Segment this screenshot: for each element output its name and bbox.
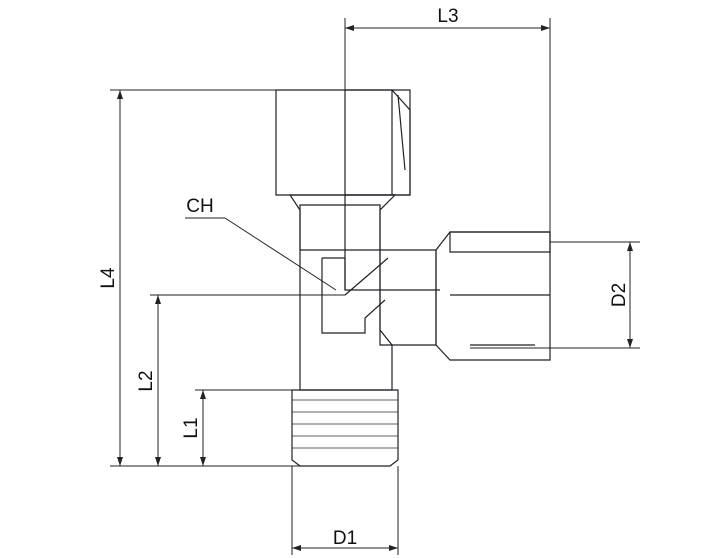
label-ch: CH — [186, 196, 213, 217]
label-l4: L4 — [98, 267, 119, 289]
label-l1: L1 — [181, 417, 202, 438]
bottom-thread — [291, 389, 399, 467]
upper-neck — [288, 194, 397, 251]
top-hex-face — [344, 89, 411, 196]
top-hex-nut — [275, 89, 411, 196]
label-d2: D2 — [609, 283, 630, 307]
thread-lines — [292, 399, 398, 449]
arrowheads — [117, 25, 633, 551]
label-d1: D1 — [333, 528, 357, 549]
label-l3: L3 — [437, 6, 458, 27]
vertical-body — [299, 204, 393, 391]
horizontal-branch — [379, 249, 437, 346]
dimension-lines — [110, 18, 640, 555]
label-l2: L2 — [136, 370, 157, 391]
branch-hex-nut — [435, 231, 551, 361]
